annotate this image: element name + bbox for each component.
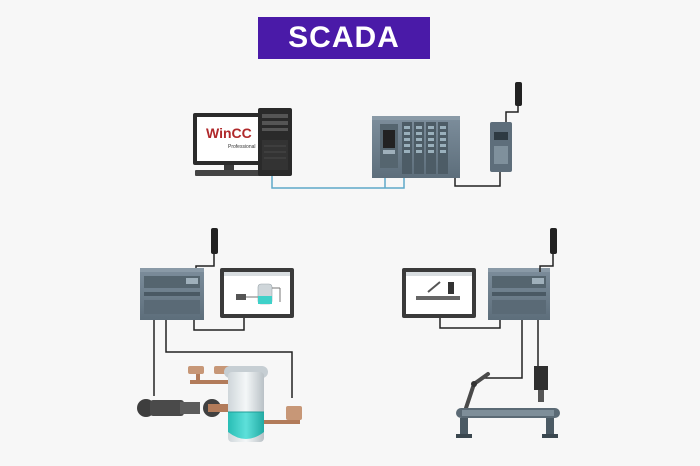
pc-tower-icon bbox=[258, 108, 292, 176]
plc-cpu-icon bbox=[488, 268, 550, 320]
page-title: SCADA bbox=[288, 21, 400, 54]
plc-rack-icon bbox=[372, 116, 460, 178]
hmi-panel-icon bbox=[402, 268, 476, 318]
robot-arm-icon bbox=[464, 372, 490, 410]
network-cable bbox=[193, 318, 245, 331]
sensor-icon bbox=[534, 366, 548, 402]
wincc-logo-text: WinCC bbox=[206, 125, 252, 141]
title-banner: SCADA bbox=[258, 17, 430, 59]
pipe bbox=[188, 366, 302, 424]
cable bbox=[539, 254, 554, 272]
hmi-panel-icon bbox=[220, 268, 294, 318]
wireless-antenna-icon bbox=[515, 82, 522, 106]
network-cable bbox=[439, 318, 501, 329]
signal-cables bbox=[153, 320, 293, 398]
wireless-module-icon bbox=[490, 122, 512, 172]
wincc-logo-edition: Professional bbox=[228, 144, 256, 150]
pump-icon bbox=[137, 399, 228, 417]
signal-cables bbox=[484, 320, 539, 379]
wireless-antenna-icon bbox=[550, 228, 557, 254]
cable bbox=[505, 105, 519, 122]
cable bbox=[454, 172, 501, 187]
monitor-icon bbox=[193, 113, 265, 176]
wincc-logo: WinCC Professional bbox=[202, 120, 258, 156]
conveyor-icon bbox=[456, 408, 560, 438]
plc-cpu-icon bbox=[140, 268, 204, 320]
tank-icon bbox=[224, 366, 268, 442]
wireless-antenna-icon bbox=[211, 228, 218, 254]
